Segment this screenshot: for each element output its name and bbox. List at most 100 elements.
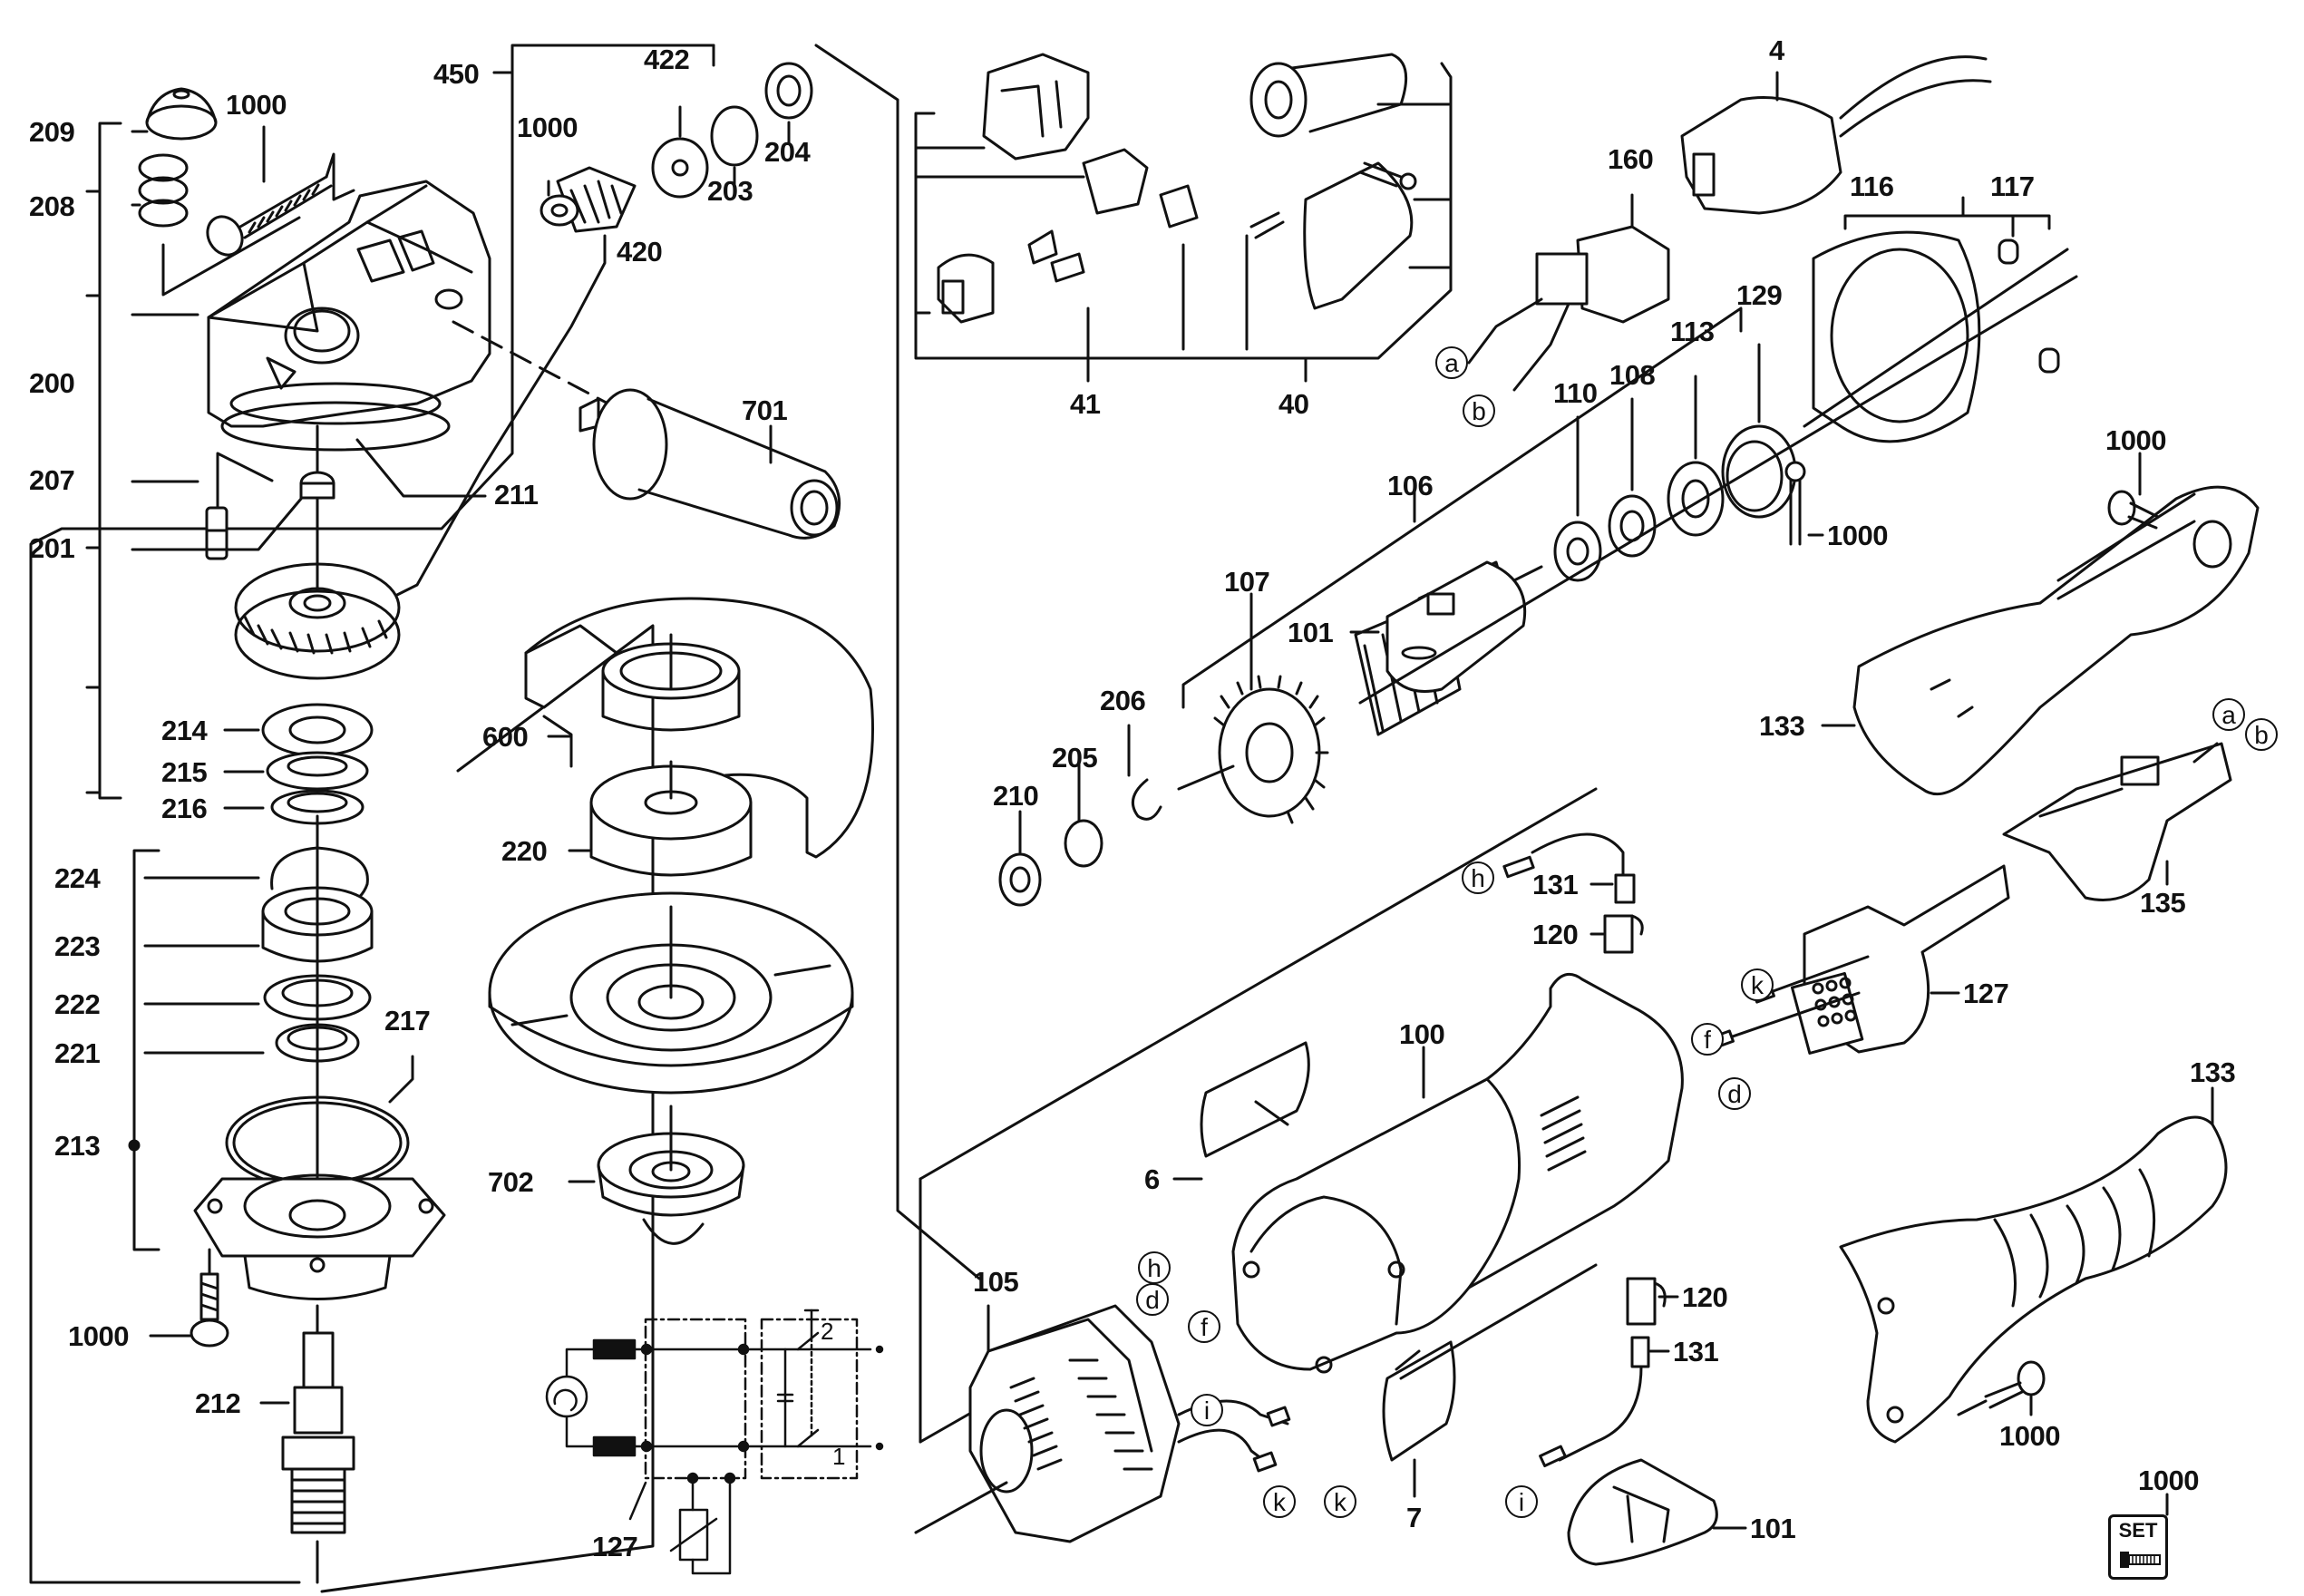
part-label-131-a: 131 bbox=[1532, 869, 1579, 900]
part-208-spring bbox=[131, 153, 301, 297]
part-7-label bbox=[1382, 1340, 1456, 1498]
part-113-bearing-plate bbox=[1667, 375, 1725, 537]
part-label-106: 106 bbox=[1387, 470, 1434, 501]
wire-marker-i: i bbox=[1191, 1394, 1223, 1426]
part-101-service-cover bbox=[1349, 560, 1527, 693]
part-label-217: 217 bbox=[384, 1005, 431, 1036]
part-label-7: 7 bbox=[1406, 1502, 1422, 1533]
part-label-1000-d: 1000 bbox=[2105, 424, 2166, 456]
label-7-divider bbox=[1399, 1263, 1598, 1380]
wire-marker-k: k bbox=[1324, 1485, 1356, 1518]
part-label-4: 4 bbox=[1769, 34, 1784, 66]
part-label-211: 211 bbox=[494, 479, 539, 511]
part-209-cap bbox=[131, 87, 218, 141]
part-label-1000-c: 1000 bbox=[1827, 520, 1888, 551]
part-222-washer bbox=[143, 974, 372, 1021]
part-203-ring bbox=[710, 105, 759, 188]
part-205-washer bbox=[1064, 760, 1103, 868]
wire-marker-d: d bbox=[1718, 1077, 1751, 1110]
part-label-220: 220 bbox=[501, 835, 548, 867]
part-label-212: 212 bbox=[195, 1387, 241, 1419]
screw-set-badge: SET bbox=[2108, 1514, 2168, 1580]
part-label-40: 40 bbox=[1278, 388, 1309, 420]
part-211-leader bbox=[355, 438, 487, 498]
part-212-spindle bbox=[259, 1304, 355, 1584]
part-206-clip bbox=[1127, 724, 1162, 821]
schematic-switch-label-2: 2 bbox=[821, 1318, 833, 1345]
part-label-208: 208 bbox=[29, 190, 75, 222]
part-label-224: 224 bbox=[54, 862, 101, 894]
part-131-brush-lead-a bbox=[1502, 832, 1636, 904]
wire-marker-d: d bbox=[1136, 1283, 1169, 1316]
part-label-133-a: 133 bbox=[1759, 710, 1805, 742]
wire-marker-a: a bbox=[1435, 346, 1468, 379]
part-label-116: 116 bbox=[1850, 170, 1894, 202]
part-label-127-schematic: 127 bbox=[592, 1531, 638, 1562]
part-127-electronics bbox=[1711, 864, 2010, 1055]
set-badge-text: SET bbox=[2118, 1519, 2158, 1542]
part-label-120-b: 120 bbox=[1682, 1281, 1728, 1313]
switch-assembly-box bbox=[914, 53, 1453, 383]
part-1000-screw-e bbox=[149, 1248, 229, 1348]
part-160-strain-relief bbox=[1467, 193, 1670, 392]
part-1000-screw-a bbox=[206, 125, 355, 257]
part-label-1000-b: 1000 bbox=[517, 112, 578, 143]
part-label-110: 110 bbox=[1553, 377, 1598, 409]
part-220-disc bbox=[568, 760, 753, 877]
part-216-ring bbox=[223, 789, 365, 825]
part-label-422: 422 bbox=[644, 44, 690, 75]
part-1000-nut bbox=[540, 180, 579, 227]
bolt-icon bbox=[2120, 1552, 2161, 1568]
wiring-schematic bbox=[545, 1309, 884, 1575]
part-6-label bbox=[1172, 1041, 1310, 1181]
part-label-1000-set: 1000 bbox=[2138, 1465, 2199, 1496]
cover-divider-line bbox=[1358, 275, 2078, 705]
wire-marker-b: b bbox=[1463, 394, 1495, 427]
wire-marker-f: f bbox=[1188, 1310, 1220, 1343]
part-label-127-b: 127 bbox=[1963, 978, 2009, 1009]
part-label-105: 105 bbox=[973, 1266, 1019, 1298]
part-label-450: 450 bbox=[433, 58, 480, 90]
part-label-129: 129 bbox=[1736, 279, 1783, 311]
part-label-1000-e: 1000 bbox=[68, 1320, 129, 1352]
part-702-flange bbox=[568, 1105, 745, 1245]
part-label-701: 701 bbox=[742, 394, 788, 426]
part-label-600: 600 bbox=[482, 721, 529, 753]
part-110-washer bbox=[1553, 415, 1602, 582]
part-701-side-handle bbox=[578, 388, 841, 540]
part-133-rear-grip bbox=[1839, 1086, 2228, 1444]
part-label-213: 213 bbox=[54, 1130, 101, 1162]
wire-marker-a: a bbox=[2212, 698, 2245, 731]
stator-axis bbox=[914, 1481, 1008, 1534]
part-label-131-b: 131 bbox=[1673, 1336, 1719, 1367]
housing-divider-line bbox=[919, 787, 1598, 1181]
wire-marker-b: b bbox=[2245, 718, 2278, 751]
part-label-210: 210 bbox=[993, 780, 1039, 812]
part-label-214: 214 bbox=[161, 715, 208, 746]
part-label-702: 702 bbox=[488, 1166, 534, 1198]
part-label-209: 209 bbox=[29, 116, 75, 148]
part-grinding-disc bbox=[488, 891, 854, 1095]
part-label-420: 420 bbox=[617, 236, 663, 268]
part-label-160: 160 bbox=[1608, 143, 1654, 175]
part-label-204: 204 bbox=[764, 136, 811, 168]
part-129-sleeve bbox=[1721, 343, 1797, 519]
part-label-1000-a: 1000 bbox=[226, 89, 287, 121]
part-120-brush-holder-b bbox=[1626, 1277, 1679, 1326]
wire-marker-k: k bbox=[1263, 1485, 1296, 1518]
part-label-133-b: 133 bbox=[2190, 1056, 2236, 1088]
part-label-41: 41 bbox=[1070, 388, 1101, 420]
part-label-120-a: 120 bbox=[1532, 919, 1579, 950]
part-116-end-cover bbox=[1803, 196, 2069, 443]
part-label-205: 205 bbox=[1052, 742, 1098, 774]
part-221-seal bbox=[143, 1023, 360, 1063]
part-223-bearing bbox=[143, 886, 374, 963]
part-1000-screw-f bbox=[1984, 1360, 2046, 1416]
part-label-222: 222 bbox=[54, 988, 101, 1020]
part-label-216: 216 bbox=[161, 793, 208, 824]
wire-marker-h: h bbox=[1138, 1251, 1171, 1284]
wire-marker-h: h bbox=[1462, 861, 1494, 894]
part-label-108: 108 bbox=[1609, 359, 1656, 391]
